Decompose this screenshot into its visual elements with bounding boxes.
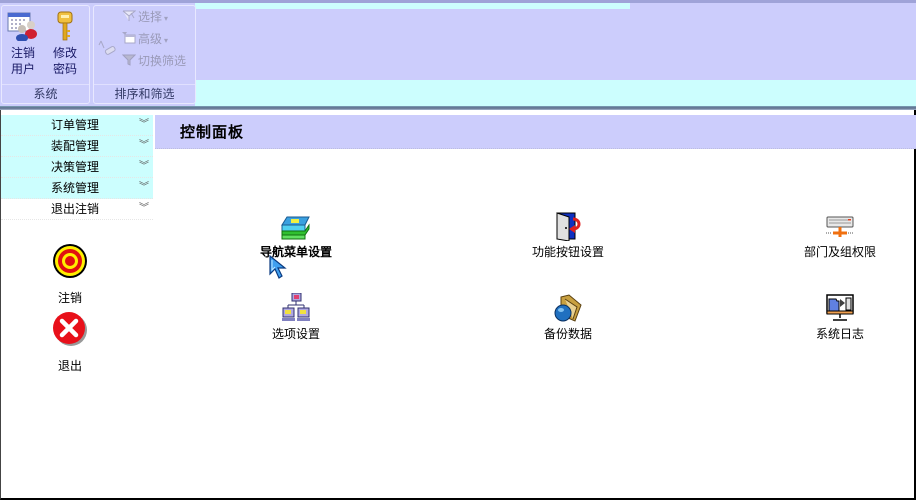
- nav-item-label: 装配管理: [51, 139, 100, 153]
- chevron-double-down-icon: ︾: [139, 203, 149, 214]
- network-computers-icon: [279, 292, 313, 323]
- nav-menu-settings-button[interactable]: 导航菜单设置: [256, 211, 336, 260]
- nav-item-label: 系统管理: [51, 181, 100, 195]
- control-panel-header: 控制面板: [155, 115, 916, 149]
- system-log-label: 系统日志: [815, 327, 864, 341]
- ribbon-accent-strip: [195, 3, 630, 9]
- dept-group-permissions-label: 部门及组权限: [803, 245, 876, 259]
- door-exit-icon: [551, 211, 585, 242]
- backup-data-button[interactable]: 备份数据: [528, 293, 608, 342]
- chevron-double-down-icon: ︾: [139, 161, 149, 172]
- nav-item-exit-logout[interactable]: 退出注销 ︾: [1, 199, 153, 220]
- logout-user-button[interactable]: 注销 用户: [2, 9, 44, 77]
- toggle-filter-icon: [121, 53, 137, 66]
- nav-menu-settings-label: 导航菜单设置: [259, 245, 332, 259]
- toggle-filter-button[interactable]: 切换筛选: [121, 52, 187, 70]
- ribbon-divider: [0, 106, 916, 110]
- ribbon: 注销 用户 修改 密码 系统: [0, 0, 916, 108]
- page-title: 控制面板: [180, 123, 245, 141]
- logout-button[interactable]: 注销: [40, 243, 100, 306]
- change-password-label-1: 修改: [52, 46, 77, 60]
- dept-group-permissions-button[interactable]: 部门及组权限: [800, 211, 880, 260]
- close-circle-icon: [52, 311, 88, 347]
- change-password-button[interactable]: 修改 密码: [44, 9, 86, 77]
- selection-label: 选择: [138, 10, 163, 24]
- ribbon-accent-strip-bottom: [195, 80, 916, 106]
- system-log-button[interactable]: 系统日志: [800, 293, 880, 342]
- ribbon-group-system: 注销 用户 修改 密码 系统: [1, 5, 90, 104]
- mouse-cursor-icon: [268, 254, 288, 282]
- advanced-label: 高级: [138, 32, 163, 46]
- network-device-icon: [823, 211, 857, 241]
- ribbon-top-border: [0, 0, 916, 3]
- selection-filter-icon: [122, 9, 137, 21]
- logout-user-label-1: 注销: [10, 46, 35, 60]
- folder-globe-icon: [551, 293, 585, 323]
- selection-button[interactable]: 选择▾: [122, 8, 168, 26]
- ribbon-group-sort-filter: 选择▾ 高级▾ 切换筛选 排序和筛选: [93, 5, 196, 104]
- nav-item-decision[interactable]: 决策管理 ︾: [1, 157, 153, 178]
- nav-item-assembly[interactable]: 装配管理 ︾: [1, 136, 153, 157]
- exit-button[interactable]: 退出: [40, 311, 100, 374]
- nav-item-label: 决策管理: [51, 160, 100, 174]
- backup-data-label: 备份数据: [543, 327, 592, 341]
- chevron-double-down-icon: ︾: [139, 140, 149, 151]
- ribbon-group-label: 系统: [2, 84, 89, 103]
- logout-user-label-2: 用户: [10, 62, 35, 76]
- chevron-down-icon: ▾: [164, 36, 169, 45]
- books-icon: [279, 211, 313, 241]
- target-icon: [52, 243, 88, 279]
- sort-icon: [98, 39, 118, 57]
- chevron-double-down-icon: ︾: [139, 182, 149, 193]
- advanced-button[interactable]: 高级▾: [122, 30, 168, 48]
- options-settings-label: 选项设置: [271, 327, 320, 341]
- change-password-label-2: 密码: [52, 62, 77, 76]
- advanced-filter-icon: [122, 31, 136, 44]
- nav-item-label: 订单管理: [51, 118, 100, 132]
- nav-item-label: 退出注销: [51, 202, 100, 216]
- logout-user-icon: [7, 11, 39, 42]
- key-icon: [49, 11, 81, 41]
- logout-label: 注销: [57, 291, 82, 305]
- chevron-double-down-icon: ︾: [139, 119, 149, 130]
- exit-label: 退出: [57, 359, 82, 373]
- computer-files-icon: [823, 293, 857, 323]
- nav-item-system[interactable]: 系统管理 ︾: [1, 178, 153, 199]
- function-button-settings-label: 功能按钮设置: [531, 245, 604, 259]
- nav-item-orders[interactable]: 订单管理 ︾: [1, 115, 153, 136]
- ribbon-group-label: 排序和筛选: [94, 84, 195, 103]
- chevron-down-icon: ▾: [164, 14, 169, 23]
- function-button-settings-button[interactable]: 功能按钮设置: [528, 211, 608, 260]
- toggle-filter-label: 切换筛选: [138, 54, 187, 68]
- navigation-pane: 订单管理 ︾ 装配管理 ︾ 决策管理 ︾ 系统管理 ︾ 退出注销 ︾: [1, 115, 153, 220]
- options-settings-button[interactable]: 选项设置: [256, 292, 336, 342]
